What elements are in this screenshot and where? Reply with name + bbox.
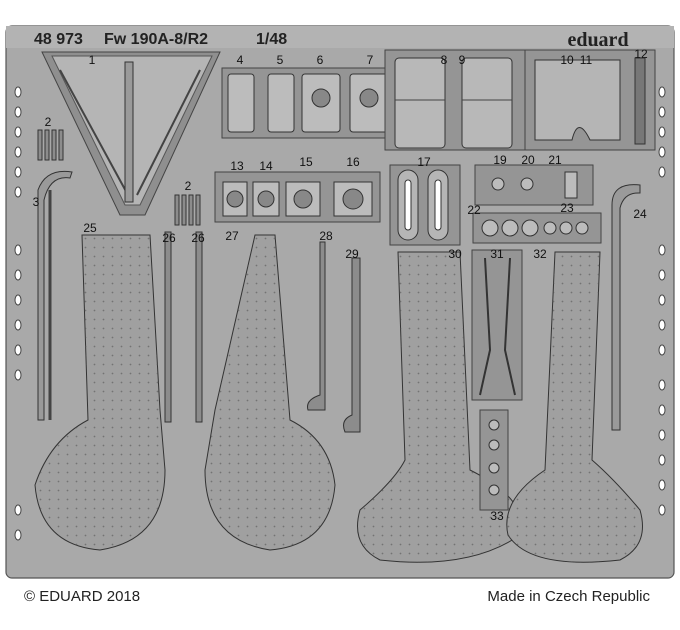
part-26-rods: [164, 231, 203, 423]
part-27-gear-door: [204, 234, 336, 551]
part-2-strips-left: [37, 129, 64, 161]
part-number-3: 3: [33, 195, 40, 209]
part-number-21: 21: [548, 153, 562, 167]
part-number-13: 13: [230, 159, 244, 173]
part-number-30: 30: [448, 247, 462, 261]
part-number-1: 1: [89, 53, 96, 67]
part-number-26-alt: 26: [191, 231, 205, 245]
parts-8-9-straps: [384, 49, 526, 151]
parts-13-16-dials: [214, 171, 381, 223]
part-number-22: 22: [467, 203, 481, 217]
part-number-27: 27: [225, 229, 239, 243]
part-number-15: 15: [299, 155, 313, 169]
parts-19-21: [474, 164, 594, 206]
left-vent-holes: [14, 86, 22, 541]
parts-10-12: [524, 49, 656, 151]
part-number-9: 9: [459, 53, 466, 67]
part-number-31: 31: [490, 247, 504, 261]
part-number-6: 6: [317, 53, 324, 67]
brand-logo: eduard: [567, 29, 628, 51]
part-24-rod: [611, 184, 641, 431]
part-2-strips-center: [174, 194, 201, 226]
part-number-2-alt: 2: [185, 179, 192, 193]
part-number-26: 26: [162, 231, 176, 245]
part-28-cable: [307, 241, 326, 411]
part-number-25: 25: [83, 221, 97, 235]
part-number-28: 28: [319, 229, 333, 243]
part-number-23: 23: [560, 201, 574, 215]
part-32-gear-cover: [506, 251, 643, 563]
part-3-rod: [37, 170, 73, 421]
part-31-bracket: [471, 249, 523, 401]
part-29-cable: [343, 257, 361, 433]
origin-text: Made in Czech Republic: [487, 588, 650, 605]
part-number-33: 33: [490, 509, 504, 523]
parts-4-7-panels: [221, 67, 391, 139]
part-33-strip: [479, 409, 509, 511]
part-number-11: 11: [580, 53, 593, 67]
kit-title: Fw 190A-8/R2: [104, 31, 208, 48]
part-number-32: 32: [533, 247, 547, 261]
catalog-number: 48 973: [34, 31, 83, 48]
right-vent-holes: [658, 86, 666, 516]
header-band: [6, 26, 674, 48]
part-number-4: 4: [237, 53, 244, 67]
part-17-rings: [389, 164, 461, 246]
part-number-7: 7: [367, 53, 374, 67]
part-number-24: 24: [633, 207, 647, 221]
parts-22-23-washers: [472, 212, 602, 244]
part-number-2: 2: [45, 115, 52, 129]
part-number-8: 8: [441, 53, 448, 67]
part-number-14: 14: [259, 159, 273, 173]
part-1-seat-frame: [41, 51, 221, 216]
part-number-29: 29: [345, 247, 359, 261]
part-number-17: 17: [417, 155, 431, 169]
part-number-10: 10: [560, 53, 574, 67]
part-number-12: 12: [634, 47, 648, 61]
part-25-gear-door: [34, 234, 166, 551]
part-number-20: 20: [521, 153, 535, 167]
kit-scale: 1/48: [256, 31, 287, 48]
part-number-16: 16: [346, 155, 360, 169]
part-number-5: 5: [277, 53, 284, 67]
part-number-19: 19: [493, 153, 507, 167]
copyright-text: © EDUARD 2018: [24, 588, 140, 605]
